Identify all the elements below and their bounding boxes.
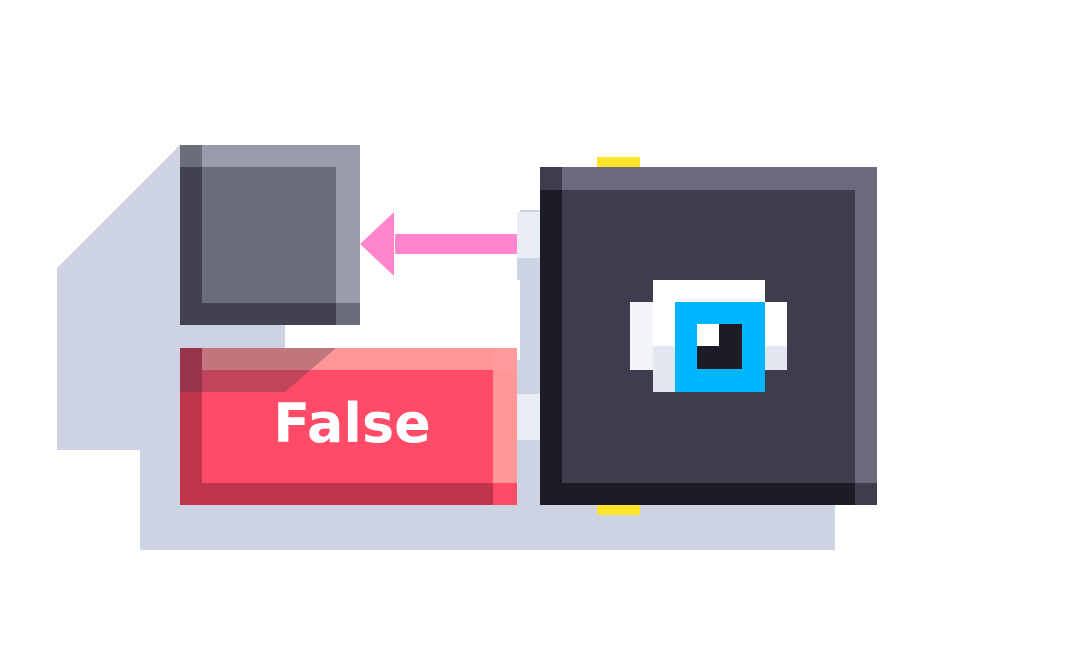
arrow-left-icon bbox=[360, 212, 517, 276]
false-value-label: False bbox=[273, 392, 430, 455]
false-value-block[interactable]: False bbox=[180, 348, 517, 505]
connector-pins bbox=[597, 157, 640, 515]
eye-icon bbox=[630, 280, 787, 392]
eye-sensor-block[interactable] bbox=[540, 167, 877, 505]
target-block[interactable] bbox=[180, 145, 360, 325]
sensor-connectors bbox=[517, 212, 540, 462]
